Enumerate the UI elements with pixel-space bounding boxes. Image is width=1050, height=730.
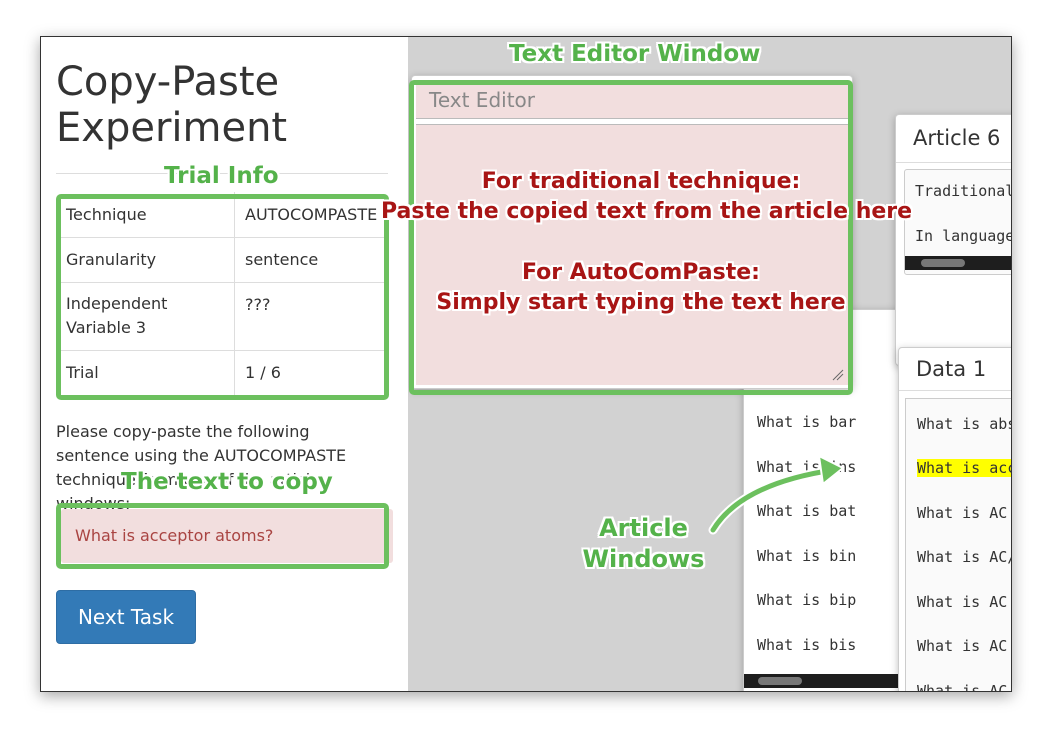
editor-textarea[interactable] (416, 124, 848, 385)
list-item: What is absorpt (917, 415, 1011, 433)
window-title: Article 6 (896, 115, 1011, 163)
trial-info-highlight (56, 194, 389, 400)
trial-value: AUTOCOMPASTE (245, 204, 378, 224)
article-6-window[interactable]: Article 6 Traditional In language (895, 114, 1011, 366)
experiment-panel: Copy-Paste Experiment Technique AUTOCOMP… (41, 37, 408, 691)
text-to-copy-highlight (56, 503, 389, 569)
list-item: What is bip (757, 591, 857, 609)
resize-handle-icon[interactable] (832, 369, 844, 381)
page-title: Copy-Paste Experiment (56, 59, 288, 151)
highlighted-match: What is accepto (917, 459, 1011, 477)
list-item: What is bar (757, 413, 857, 431)
trial-value: 1 / 6 (234, 349, 388, 395)
scrollbar-thumb[interactable] (921, 259, 965, 267)
list-item: What is AC load (917, 637, 1011, 655)
trial-info-label: Trial Info (164, 163, 279, 189)
article-text-area[interactable]: What is absorpt What is accepto What is … (905, 398, 1011, 691)
instruction-text: Please copy-paste the following sentence… (56, 422, 347, 513)
trial-key: Trial (56, 349, 235, 395)
table-row: Trial 1 / 6 (56, 349, 388, 395)
arrow-icon (708, 454, 845, 535)
title-divider (56, 173, 388, 174)
list-item: What is bis (757, 636, 857, 654)
list-item: What is bin (757, 547, 857, 565)
text-editor-highlight (409, 80, 853, 395)
target-sentence: What is acceptor atoms? (61, 509, 393, 563)
list-item: What is bat (757, 502, 857, 520)
autocompaste-heading: For AutoComPaste: (522, 260, 760, 285)
text-editor-window-label: Text Editor Window (509, 41, 761, 67)
trial-key: Technique (56, 192, 235, 237)
autocompaste-body: Simply start typing the text here (436, 290, 846, 315)
list-item: What is AC powe (917, 682, 1011, 691)
trial-info-table: Technique AUTOCOMPASTE Granularity sente… (56, 192, 388, 395)
trial-key: Granularity (56, 236, 235, 282)
article-line: In language (915, 227, 1011, 245)
table-row: Independent Variable 3 ??? (56, 281, 388, 350)
editor-title-bar: Text Editor (416, 80, 848, 119)
trial-key: Independent Variable 3 (56, 281, 235, 350)
trial-value: sentence (234, 236, 388, 282)
scrollbar-thumb[interactable] (758, 677, 802, 685)
workspace: What is bar What is ins What is bat What… (408, 37, 1011, 691)
list-item: What is AC coup (917, 504, 1011, 522)
horizontal-scrollbar[interactable] (905, 256, 1011, 270)
text-to-copy-label: The text to copy (121, 469, 333, 495)
article-line: Traditional (915, 182, 1011, 200)
trial-value: ??? (234, 281, 388, 350)
next-task-button[interactable]: Next Task (56, 590, 196, 644)
traditional-heading: For traditional technique: (481, 169, 801, 194)
app-frame: Copy-Paste Experiment Technique AUTOCOMP… (40, 36, 1012, 692)
list-item: What is AC/DC? (917, 548, 1011, 566)
editor-title: Text Editor (429, 88, 535, 112)
text-editor-window[interactable]: Text Editor (411, 75, 853, 389)
table-row: Technique AUTOCOMPASTE (56, 192, 388, 237)
table-row: Granularity sentence (56, 236, 388, 282)
article-windows-line1: Article (599, 514, 688, 542)
list-item: What is AC gene (917, 593, 1011, 611)
article-windows-label: Article Windows (581, 513, 706, 575)
window-title: Data 1 (899, 348, 1011, 391)
data-1-window[interactable]: Data 1 What is absorpt What is accepto W… (898, 347, 1011, 691)
article-windows-line2: Windows (582, 545, 705, 573)
traditional-body: Paste the copied text from the article h… (381, 199, 913, 224)
article-text-area[interactable]: Traditional In language (904, 169, 1011, 275)
